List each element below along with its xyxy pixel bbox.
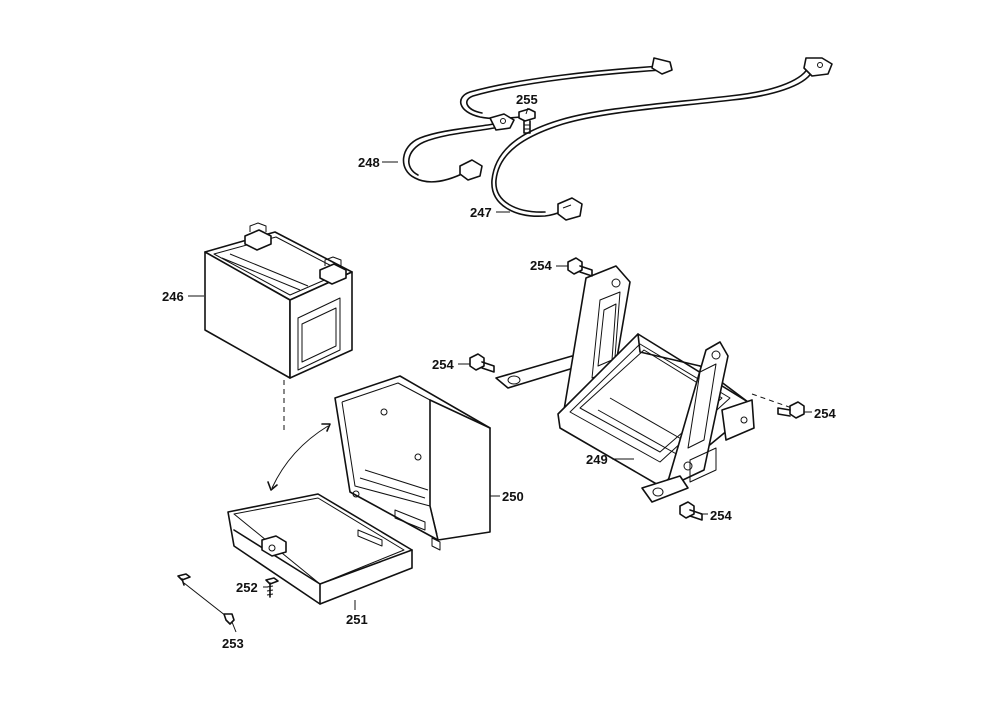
label-250: 250 xyxy=(502,489,524,504)
label-254-left: 254 xyxy=(432,357,454,372)
label-248: 248 xyxy=(358,155,380,170)
label-255: 255 xyxy=(516,92,538,107)
label-253: 253 xyxy=(222,636,244,651)
label-247: 247 xyxy=(470,205,492,220)
label-249: 249 xyxy=(586,452,608,467)
label-246: 246 xyxy=(162,289,184,304)
leader-lines xyxy=(188,107,812,633)
label-252: 252 xyxy=(236,580,258,595)
battery-246-drawing xyxy=(204,222,353,379)
battery-box-250-drawing xyxy=(334,375,491,551)
label-254-bottom: 254 xyxy=(710,508,732,523)
cable-247-drawing xyxy=(491,57,833,221)
bracket-249-drawing xyxy=(495,265,755,503)
bolt-254-drawing xyxy=(469,257,805,521)
bolt-alignment-line xyxy=(751,393,793,409)
cable-248-drawing xyxy=(402,57,673,183)
rivet-253-drawing xyxy=(177,573,235,625)
bolt-255-drawing xyxy=(518,108,536,134)
label-254-right: 254 xyxy=(814,406,836,421)
label-251: 251 xyxy=(346,612,368,627)
label-254-top: 254 xyxy=(530,258,552,273)
lid-251-drawing xyxy=(227,493,413,605)
screw-252-drawing xyxy=(265,577,279,598)
fold-arrow xyxy=(267,423,331,491)
